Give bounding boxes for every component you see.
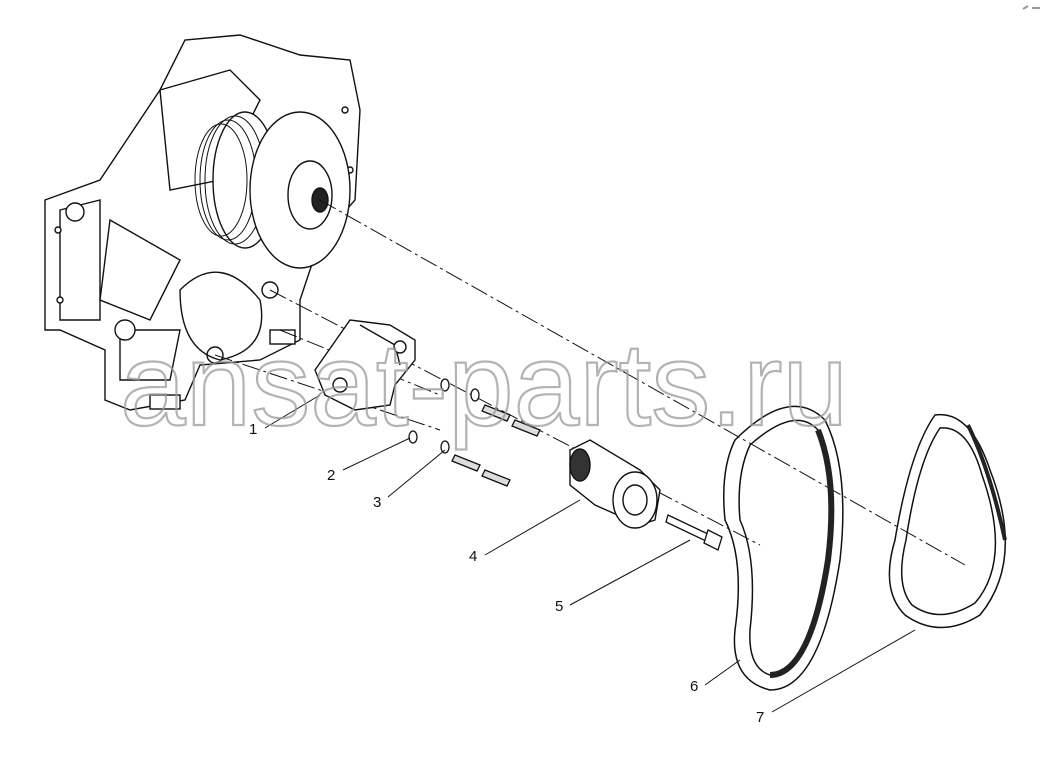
belt-part-7 bbox=[888, 413, 1007, 629]
callout-1: 1 bbox=[249, 421, 258, 438]
watermark: ansat-parts.ru bbox=[120, 319, 848, 451]
bolt-part-5 bbox=[665, 514, 723, 551]
belt-part-6 bbox=[723, 405, 844, 691]
callout-6: 6 bbox=[690, 678, 699, 695]
belt-tensioner-part-4 bbox=[569, 439, 661, 529]
callout-7: 7 bbox=[756, 709, 765, 726]
water-pump-pulley bbox=[194, 111, 351, 269]
callout-4: 4 bbox=[469, 548, 478, 565]
callout-5: 5 bbox=[555, 598, 564, 615]
corner-mark bbox=[1022, 5, 1040, 10]
callout-2: 2 bbox=[327, 467, 336, 484]
leader-lines bbox=[264, 394, 916, 713]
washers-screws-parts-2-3 bbox=[408, 378, 541, 487]
bracket-part-1 bbox=[314, 319, 416, 411]
callout-3: 3 bbox=[373, 494, 382, 511]
